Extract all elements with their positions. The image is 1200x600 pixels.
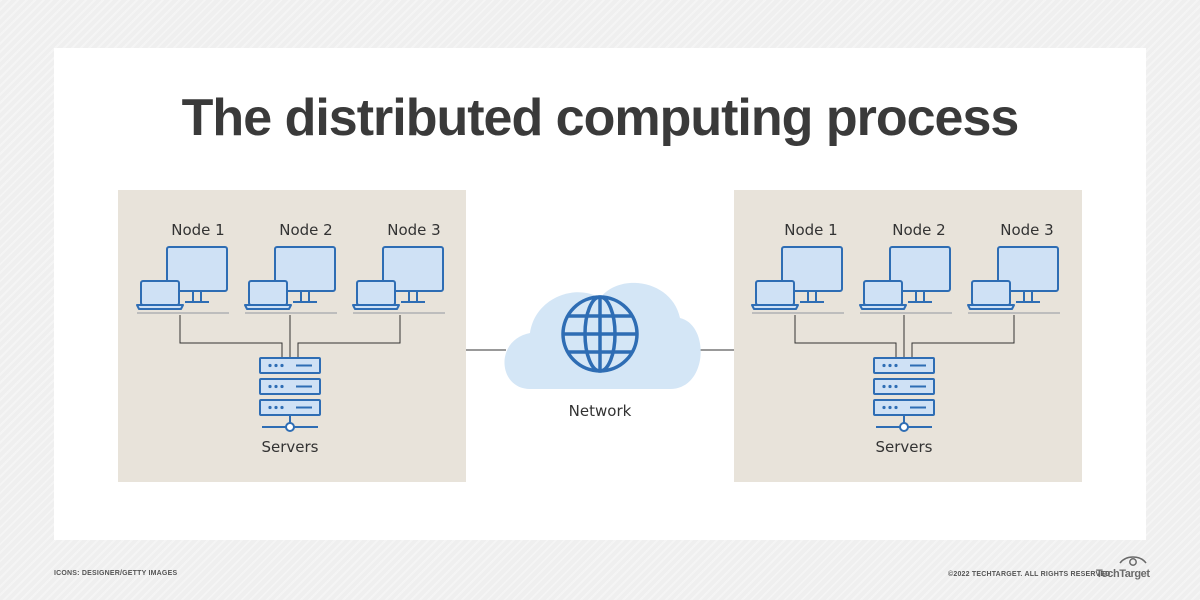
network-label: Network <box>569 402 632 420</box>
left-node-3-label: Node 3 <box>387 221 440 239</box>
right-cluster-panel <box>734 190 1082 482</box>
globe-icon <box>561 295 639 373</box>
network: Network <box>504 282 701 420</box>
cloud-icon <box>504 282 701 389</box>
right-servers-label: Servers <box>875 438 932 456</box>
left-node-1-label: Node 1 <box>171 221 224 239</box>
left-servers-label: Servers <box>261 438 318 456</box>
right-node-connectors <box>794 315 1015 358</box>
techtarget-logo: TechTarget <box>1096 568 1150 580</box>
icon-credit: ICONS: DESIGNER/GETTY IMAGES <box>54 570 178 577</box>
right-cluster: Node 1 Node 2 Node 3 Servers <box>734 190 1082 482</box>
right-node-3-label: Node 3 <box>1000 221 1053 239</box>
left-node-2-label: Node 2 <box>279 221 332 239</box>
left-node-connectors <box>179 315 401 358</box>
left-cluster: Node 1 Node 2 Node 3 Servers <box>118 190 466 482</box>
copyright-notice: ©2022 TECHTARGET. ALL RIGHTS RESERVED <box>948 571 1111 578</box>
left-cluster-panel <box>118 190 466 482</box>
diagram-title: The distributed computing process <box>181 89 1020 147</box>
right-node-1-label: Node 1 <box>784 221 837 239</box>
techtarget-eye-icon <box>1119 556 1147 566</box>
right-node-2-label: Node 2 <box>892 221 945 239</box>
